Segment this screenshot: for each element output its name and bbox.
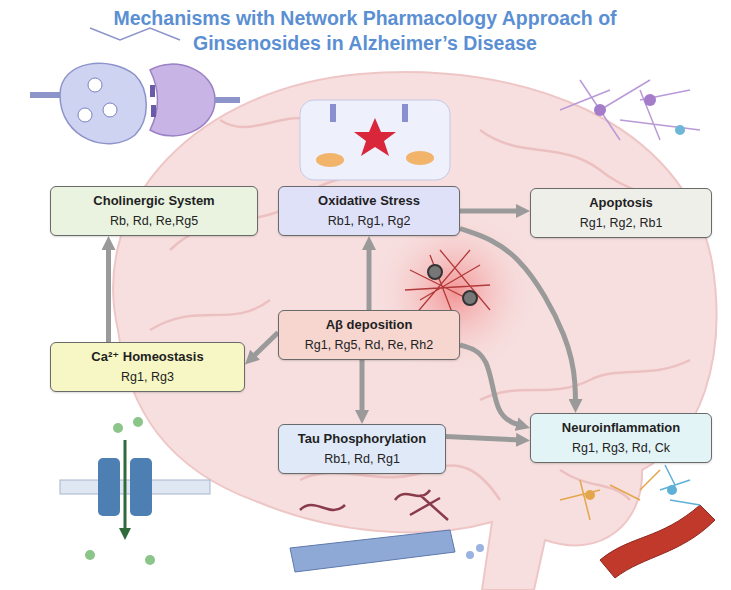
mechanism-box: ApoptosisRg1, Rg2, Rb1 bbox=[530, 188, 712, 238]
calcium-ion bbox=[145, 555, 155, 565]
glial-cell bbox=[675, 125, 685, 135]
ginsenoside-list: Rg1, Rg3 bbox=[121, 369, 174, 385]
neurite bbox=[560, 80, 700, 140]
pathway-arrow bbox=[446, 437, 522, 441]
tau-tangle bbox=[300, 490, 448, 520]
neuron-network bbox=[560, 80, 700, 140]
mechanism-name: Cholinergic System bbox=[93, 193, 214, 209]
axon bbox=[30, 95, 240, 100]
plaque-core bbox=[428, 265, 442, 279]
pathway-arrow bbox=[106, 244, 111, 342]
mechanism-box: NeuroinflammationRg1, Rg3, Rd, Ck bbox=[530, 413, 712, 463]
neuron-soma bbox=[594, 104, 606, 116]
astrocyte-soma bbox=[667, 485, 677, 495]
title: Mechanisms with Network Pharmacology App… bbox=[85, 6, 645, 56]
pathway-arrow bbox=[360, 360, 365, 416]
pathway-arrow bbox=[460, 229, 576, 406]
ginsenoside-list: Rg1, Rg5, Rd, Re, Rh2 bbox=[305, 337, 434, 353]
pathway-arrow bbox=[251, 333, 278, 359]
mitochondrion bbox=[316, 153, 344, 167]
gyrus bbox=[150, 300, 270, 330]
microtubule bbox=[290, 530, 455, 572]
mechanism-box: Aβ depositionRg1, Rg5, Rd, Re, Rh2 bbox=[278, 310, 460, 360]
gyrus bbox=[560, 470, 630, 500]
channel-subunit bbox=[130, 458, 152, 516]
receptor bbox=[150, 85, 155, 97]
vesicle bbox=[103, 103, 117, 117]
membrane-channel bbox=[330, 104, 336, 122]
pathway-arrow bbox=[367, 244, 372, 310]
neuron-fiber bbox=[90, 28, 180, 40]
vesicle bbox=[78, 108, 92, 122]
neuron-soma bbox=[644, 94, 656, 106]
ion-flow bbox=[124, 440, 127, 535]
mechanism-box: Tau PhosphorylationRb1, Rd, Rg1 bbox=[278, 424, 446, 474]
blood-vessel bbox=[600, 505, 715, 578]
presynaptic-terminal bbox=[60, 63, 146, 143]
channel-subunit bbox=[98, 458, 120, 516]
calcium-channel bbox=[60, 417, 210, 565]
ion-flow-head bbox=[119, 528, 131, 540]
ginsenoside-list: Rb1, Rd, Rg1 bbox=[324, 451, 400, 467]
mechanism-name: Ca²⁺ Homeostasis bbox=[91, 349, 203, 365]
postsynaptic-terminal bbox=[150, 64, 215, 136]
mechanism-name: Tau Phosphorylation bbox=[298, 431, 426, 447]
tau-illustration bbox=[290, 490, 484, 572]
receptor bbox=[151, 105, 156, 117]
ginsenoside-list: Rg1, Rg3, Rd, Ck bbox=[572, 440, 670, 456]
mechanism-box: Oxidative StressRb1, Rg1, Rg2 bbox=[278, 186, 460, 236]
mechanism-box: Ca²⁺ HomeostasisRg1, Rg3 bbox=[50, 342, 245, 392]
plaque-core bbox=[463, 291, 477, 305]
cell-body bbox=[300, 100, 450, 180]
mitochondrion bbox=[406, 151, 434, 165]
membrane-channel bbox=[402, 104, 408, 122]
mechanism-name: Neuroinflammation bbox=[562, 420, 680, 436]
microglia bbox=[560, 470, 660, 520]
ginsenoside-list: Rg1, Rg2, Rb1 bbox=[580, 215, 663, 231]
calcium-ion bbox=[113, 423, 123, 433]
calcium-ion bbox=[133, 417, 143, 427]
pathway-arrow bbox=[460, 209, 522, 214]
ros-burst bbox=[354, 118, 396, 156]
vesicle bbox=[88, 78, 102, 92]
vessel-illustration bbox=[560, 465, 715, 578]
microglia-soma bbox=[585, 490, 595, 500]
ginsenoside-list: Rb, Rd, Re,Rg5 bbox=[110, 213, 198, 229]
cell-illustration bbox=[300, 100, 450, 180]
tau-fragment bbox=[466, 551, 474, 559]
astrocyte bbox=[660, 465, 700, 505]
mechanism-name: Oxidative Stress bbox=[318, 193, 420, 209]
pathway-arrow bbox=[460, 345, 522, 426]
mechanism-name: Apoptosis bbox=[589, 195, 653, 211]
tau-fragment bbox=[476, 544, 484, 552]
gyrus bbox=[480, 360, 690, 400]
mechanism-name: Aβ deposition bbox=[326, 317, 413, 333]
brain-outline bbox=[113, 72, 716, 590]
mechanism-box: Cholinergic SystemRb, Rd, Re,Rg5 bbox=[50, 186, 258, 236]
ginsenoside-list: Rb1, Rg1, Rg2 bbox=[328, 213, 411, 229]
calcium-ion bbox=[85, 550, 95, 560]
